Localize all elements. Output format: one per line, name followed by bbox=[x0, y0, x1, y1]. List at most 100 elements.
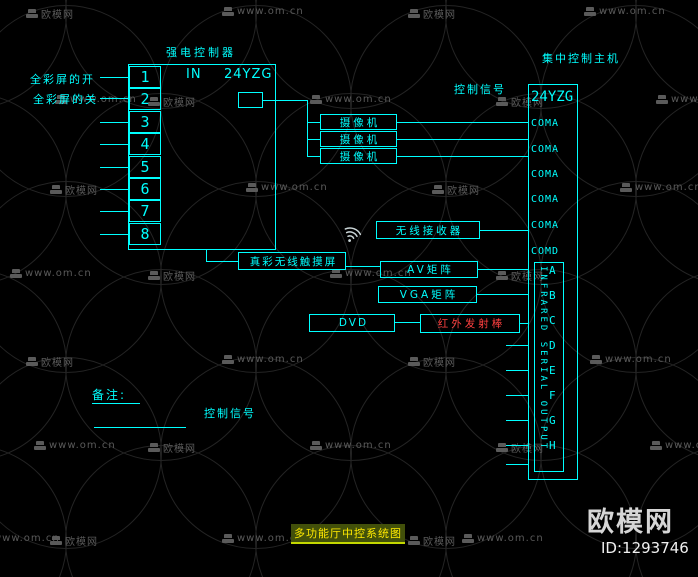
watermark-text: www.om.cn bbox=[25, 268, 92, 279]
wire bbox=[100, 144, 129, 145]
sofa-icon bbox=[55, 95, 67, 104]
watermark-brand: 欧模网 bbox=[26, 6, 74, 21]
watermark-brand: 欧模网 bbox=[408, 6, 456, 21]
host-port-label: COMA bbox=[531, 144, 560, 155]
watermark-url: www.om.cn bbox=[10, 268, 92, 279]
watermark-url: www.om.cn bbox=[222, 533, 304, 544]
dvd-label: DVD bbox=[338, 317, 369, 329]
dvd-box: DVD bbox=[309, 314, 395, 332]
watermark-brand: 欧模网 bbox=[408, 354, 456, 369]
wire bbox=[506, 445, 528, 446]
sofa-icon bbox=[462, 534, 474, 543]
channel-cell: 3 bbox=[129, 111, 161, 133]
sofa-icon bbox=[34, 441, 46, 450]
wire bbox=[307, 122, 320, 123]
wifi-signal-icon bbox=[340, 222, 364, 250]
host-model-label: 24YZG bbox=[531, 89, 574, 105]
channel-number: 4 bbox=[140, 135, 150, 153]
watermark-url: www.om.cn bbox=[590, 354, 672, 365]
watermark-url: www.om.cn bbox=[620, 182, 698, 193]
wire bbox=[307, 156, 320, 157]
sofa-icon bbox=[496, 97, 508, 106]
watermark-brand: 欧模网 bbox=[496, 94, 544, 109]
wire bbox=[100, 122, 129, 123]
sofa-icon bbox=[50, 185, 62, 194]
watermark-text: 欧模网 bbox=[41, 10, 74, 21]
wireless-receiver-box: 无线接收器 bbox=[376, 221, 480, 239]
camera-label: 摄像机 bbox=[339, 116, 381, 129]
host-box bbox=[528, 84, 578, 480]
sofa-icon bbox=[620, 183, 632, 192]
sofa-icon bbox=[656, 95, 668, 104]
wire bbox=[100, 98, 129, 99]
watermark-text: 欧模网 bbox=[163, 98, 196, 109]
touchscreen-box: 真彩无线触摸屏 bbox=[238, 252, 346, 270]
channel-number: 5 bbox=[140, 158, 150, 176]
channel-cell: 5 bbox=[129, 156, 161, 178]
channel-number: 7 bbox=[140, 202, 150, 220]
channel-cell: 2 bbox=[129, 88, 161, 110]
wire bbox=[100, 167, 129, 168]
channel-cell: 1 bbox=[129, 66, 161, 88]
watermark-url: www.om.cn bbox=[330, 268, 412, 279]
watermark-text: www.om.cn bbox=[325, 440, 392, 451]
watermark-text: 欧模网 bbox=[423, 358, 456, 369]
watermark-text: www.om.cn bbox=[237, 533, 304, 544]
camera-label: 摄像机 bbox=[339, 133, 381, 146]
watermark-text: www.om.cn bbox=[0, 533, 60, 544]
wire bbox=[506, 420, 528, 421]
sofa-icon bbox=[148, 443, 160, 452]
watermark-text: www.om.cn bbox=[665, 440, 698, 451]
sofa-icon bbox=[10, 269, 22, 278]
sofa-icon bbox=[408, 357, 420, 366]
watermark-text: 欧模网 bbox=[447, 186, 480, 197]
wire bbox=[263, 100, 307, 101]
screen-off-label: 全彩屏的关 bbox=[33, 93, 98, 106]
wire bbox=[506, 370, 528, 371]
controller-in-label: IN bbox=[186, 67, 202, 82]
wire bbox=[100, 77, 129, 78]
sofa-icon bbox=[310, 441, 322, 450]
watermark-text: 欧模网 bbox=[511, 98, 544, 109]
host-port-label: COMA bbox=[531, 220, 560, 231]
watermark-text: www.om.cn bbox=[477, 533, 544, 544]
camera-box: 摄像机 bbox=[320, 131, 397, 147]
watermark-text: 欧模网 bbox=[41, 358, 74, 369]
av-matrix-box: AV矩阵 bbox=[380, 261, 478, 278]
host-port-label: COMA bbox=[531, 194, 560, 205]
host-port-label: COMA bbox=[531, 118, 560, 129]
channel-number: 3 bbox=[140, 113, 150, 131]
wire bbox=[206, 250, 207, 262]
watermark-brand: 欧模网 bbox=[148, 268, 196, 283]
watermark-text: www.om.cn bbox=[671, 94, 698, 105]
watermark-text: www.om.cn bbox=[599, 6, 666, 17]
touchscreen-label: 真彩无线触摸屏 bbox=[249, 255, 338, 268]
controller-model-label: 24YZG bbox=[224, 67, 273, 82]
watermark-text: www.om.cn bbox=[605, 354, 672, 365]
watermark-url: www.om.cn bbox=[310, 440, 392, 451]
wire bbox=[506, 345, 528, 346]
watermark-brand: 欧模网 bbox=[496, 268, 544, 283]
watermark-url: www.om.cn bbox=[0, 533, 60, 544]
watermark-brand: 欧模网 bbox=[50, 533, 98, 548]
watermark-brand: 欧模网 bbox=[26, 354, 74, 369]
watermark-url: www.om.cn bbox=[656, 94, 698, 105]
watermark-text: www.om.cn bbox=[635, 182, 698, 193]
watermark-text: 欧模网 bbox=[423, 10, 456, 21]
watermark-url: www.om.cn bbox=[34, 440, 116, 451]
sofa-icon bbox=[310, 95, 322, 104]
host-output-letter: H bbox=[549, 439, 556, 452]
ir-emitter-label: 红外发射棒 bbox=[437, 318, 506, 330]
wire bbox=[520, 323, 528, 324]
sofa-icon bbox=[650, 441, 662, 450]
watermark-text: 欧模网 bbox=[511, 272, 544, 283]
sofa-icon bbox=[222, 534, 234, 543]
ir-emitter-box: 红外发射棒 bbox=[420, 314, 520, 333]
channel-number: 1 bbox=[140, 68, 150, 86]
controller-title: 强电控制器 bbox=[166, 46, 236, 59]
wire bbox=[346, 266, 380, 267]
controller-output-port-box bbox=[238, 92, 263, 108]
wire bbox=[397, 139, 528, 140]
watermark-url: www.om.cn bbox=[584, 6, 666, 17]
